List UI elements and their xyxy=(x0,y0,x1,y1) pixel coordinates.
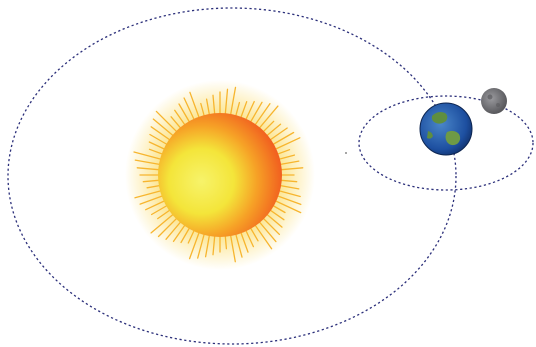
sun-ray xyxy=(277,189,301,198)
sun-ray xyxy=(204,233,211,258)
sun-ray xyxy=(212,234,216,256)
sun-ray xyxy=(244,228,255,248)
sun-ray xyxy=(224,88,229,116)
sun-ray xyxy=(134,159,162,166)
sun-ray xyxy=(244,100,255,122)
sun-ray xyxy=(148,148,165,156)
sun-ray xyxy=(278,184,300,190)
sun-ray xyxy=(180,226,191,244)
sun-ray xyxy=(200,102,206,118)
sun-ray xyxy=(279,167,304,171)
sun-ray xyxy=(189,91,201,120)
sun-ray xyxy=(136,167,161,171)
sun-ray xyxy=(174,109,187,127)
sun-ray xyxy=(133,151,163,161)
sun-ray xyxy=(139,194,165,205)
sun-ray xyxy=(165,220,183,240)
sun-ray xyxy=(229,233,236,263)
speck xyxy=(345,152,347,154)
moon-orbit-path xyxy=(358,95,534,191)
sun-ray xyxy=(212,94,216,116)
sun-ray xyxy=(178,103,191,124)
sun-ray xyxy=(234,232,243,258)
sun-ray xyxy=(146,184,162,189)
sun-ray xyxy=(249,101,263,124)
sun-ray xyxy=(152,118,175,138)
sun-ray xyxy=(261,120,275,134)
sun-ray xyxy=(261,216,281,236)
sun-ray xyxy=(278,160,300,166)
sun-ray xyxy=(148,141,167,151)
sun-ray xyxy=(239,230,249,253)
sun-ray xyxy=(197,232,206,259)
sun-ray xyxy=(279,179,298,183)
sun-ray xyxy=(271,204,286,214)
sun-ray xyxy=(273,137,301,151)
sun-ray xyxy=(157,216,179,238)
sun-ray xyxy=(229,86,237,117)
sun-ray xyxy=(145,199,167,211)
earth-orbit-path xyxy=(7,7,457,345)
sun-ray xyxy=(134,189,163,199)
sun-ray xyxy=(183,97,196,122)
sun-ray xyxy=(205,98,211,117)
sun-ray xyxy=(268,127,288,142)
sun-ray xyxy=(170,116,183,130)
sun-ray xyxy=(265,212,283,228)
sun-ray xyxy=(150,212,175,234)
sun-ray xyxy=(224,234,228,250)
sun-ray xyxy=(188,230,201,260)
sun-ray xyxy=(187,228,196,244)
sun-ray xyxy=(239,101,248,120)
sun-ray xyxy=(273,199,302,214)
sun-ray xyxy=(257,220,277,243)
sun-ray xyxy=(172,223,187,243)
sun-ray xyxy=(155,110,179,134)
sun-ray xyxy=(277,154,296,161)
sun-ray xyxy=(275,194,302,206)
sun-ray xyxy=(150,126,172,142)
sun-icon xyxy=(125,80,315,270)
sun-ray xyxy=(268,208,285,221)
sun-ray xyxy=(253,103,271,127)
sun-ray xyxy=(149,133,169,146)
moon-icon xyxy=(481,88,507,114)
sun-ray xyxy=(265,123,282,138)
sun-ray xyxy=(142,179,161,183)
sun-ray xyxy=(257,105,279,130)
sun-ray xyxy=(234,101,241,118)
sun-ray xyxy=(249,226,259,242)
sun-ray xyxy=(157,208,172,220)
sun-ray xyxy=(275,149,291,156)
sun-ray xyxy=(253,223,273,250)
sun-ray xyxy=(271,131,295,146)
earth-icon xyxy=(419,102,473,156)
sun-ray xyxy=(150,204,169,216)
